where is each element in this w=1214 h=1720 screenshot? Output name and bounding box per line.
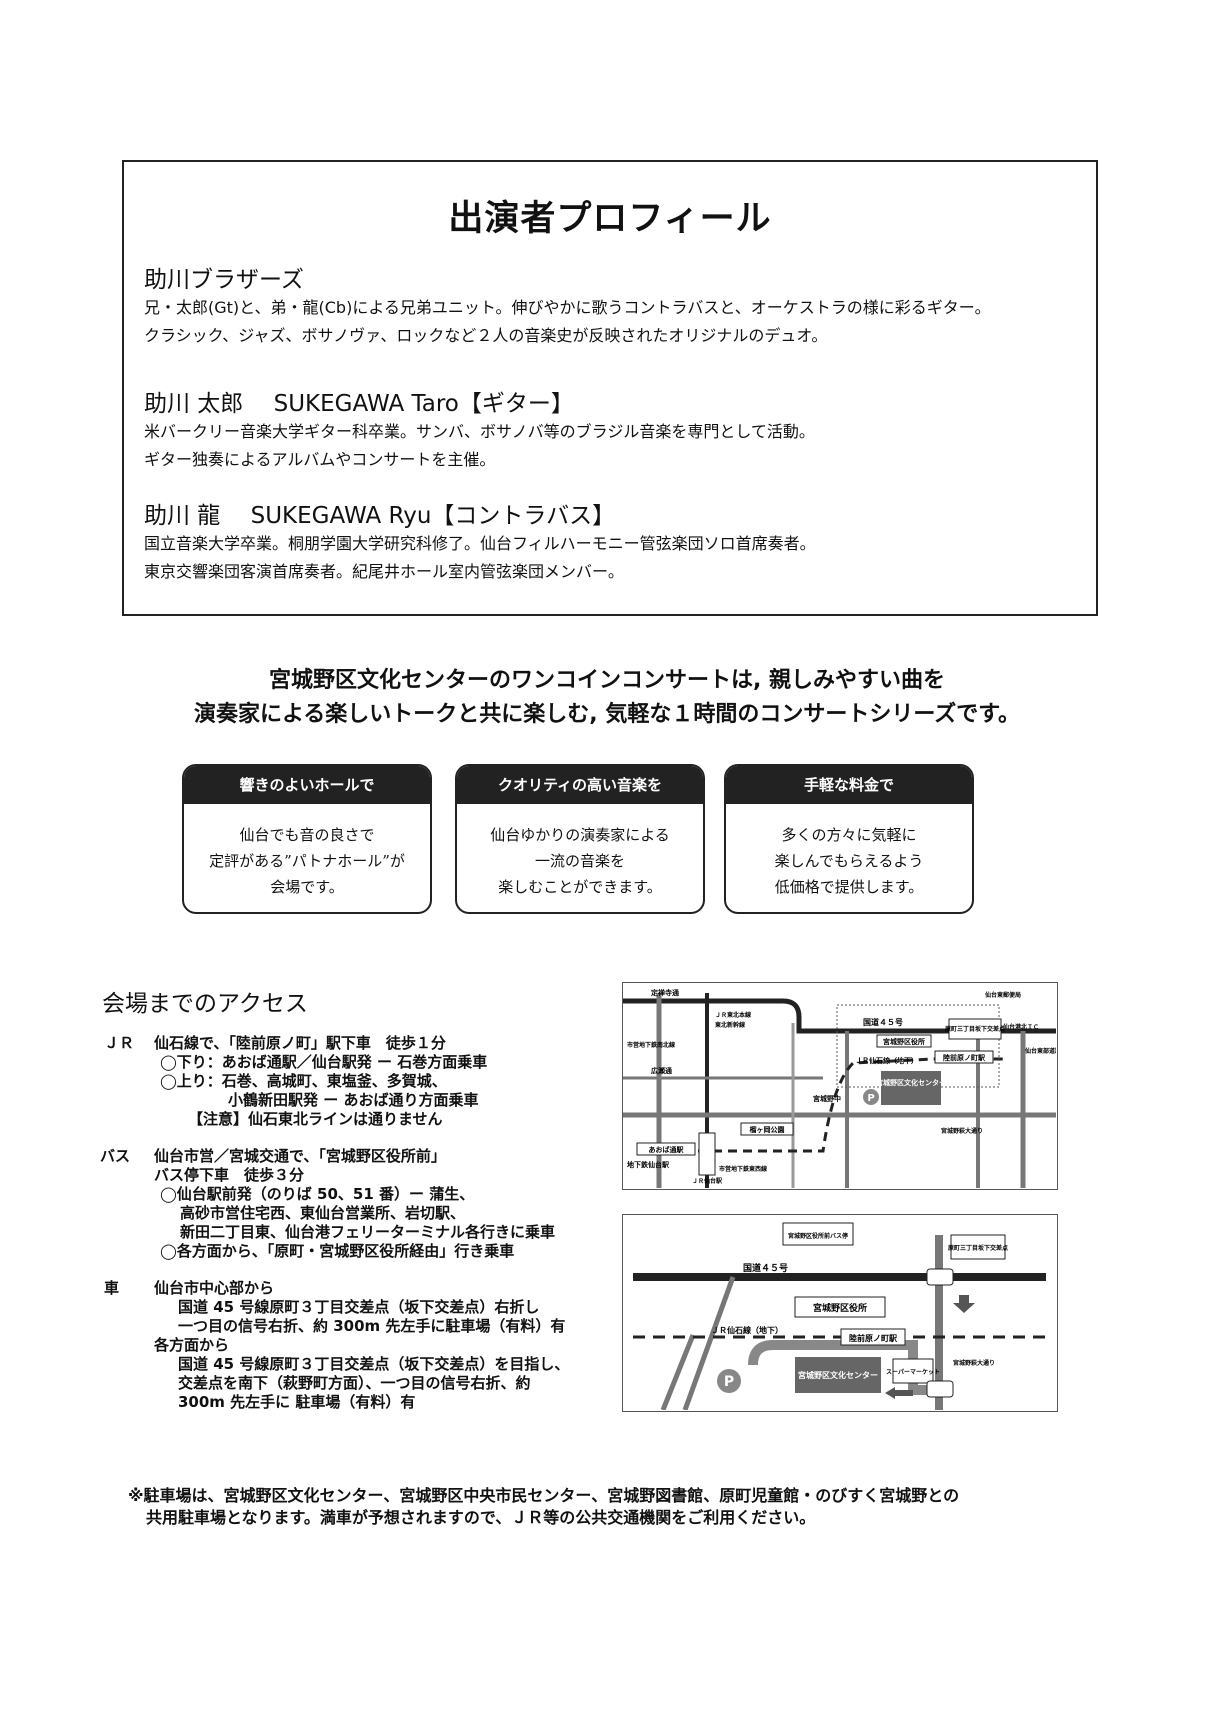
ryu-line-2: 東京交響楽団客演首席奏者。紀尾井ホール室内管弦楽団メンバー。 xyxy=(144,562,624,581)
map1-subway-sendai: 地下鉄仙台駅 xyxy=(627,1160,670,1169)
bus-line: バス停下車 徒歩３分 xyxy=(154,1166,305,1184)
map1-hagino: 宮城野萩大通り xyxy=(941,1127,983,1135)
profile-box: 出演者プロフィール 助川ブラザーズ 兄・太郎(Gt)と、弟・龍(Cb)による兄弟… xyxy=(122,160,1098,616)
feature-line: 定評がある”パトナホール”が xyxy=(209,852,405,870)
map1-nanboku: 市営地下鉄南北線 xyxy=(627,1041,675,1049)
map1-kokudo: 国道４５号 xyxy=(863,1017,903,1027)
map2-harano: 原町三丁目坂下交差点 xyxy=(948,1244,1008,1252)
group-line-1: 兄・太郎(Gt)と、弟・龍(Cb)による兄弟ユニット。伸びやかに歌うコントラバス… xyxy=(144,298,991,317)
intro-line-1: 宮城野区文化センターのワンコインコンサートは, 親しみやすい曲を xyxy=(268,668,946,693)
parking-note-1: ※駐車場は、宮城野区文化センター、宮城野区中央市民センター、宮城野図書館、原町児… xyxy=(128,1486,960,1505)
svg-text:P: P xyxy=(867,1093,874,1104)
bus-line: ◯仙台駅前発（のりば 50、51 番）ー 蒲生、 xyxy=(160,1185,475,1203)
arrow-left-icon xyxy=(885,1387,913,1399)
profile-title: 出演者プロフィール xyxy=(448,199,772,239)
map1-tozai: 市営地下鉄東西線 xyxy=(719,1165,767,1173)
map1-tsutsujigaoka: 榴ヶ岡公園 xyxy=(750,1125,785,1134)
bus-line: 仙台市営／宮城交通で、「宮城野区役所前」 xyxy=(154,1147,446,1165)
car-line: 300m 先左手に 駐車場（有料）有 xyxy=(178,1393,416,1411)
car-line: 仙台市中心部から xyxy=(154,1279,275,1297)
taro-line-1: 米バークリー音楽大学ギター科卒業。サンバ、ボサノバ等のブラジル音楽を専門として活… xyxy=(144,422,815,441)
feature-card-price: 手軽な料金で 多くの方々に気軽に 楽しんでもらえるよう 低価格で提供します。 xyxy=(724,764,974,914)
feature-title: クオリティの高い音楽を xyxy=(457,766,703,804)
map2-jr: ＪＲ仙石線（地下） xyxy=(711,1325,783,1335)
map1-tobu: 仙台東部道路 xyxy=(1025,1047,1056,1055)
feature-line: 仙台でも音の良さで xyxy=(239,826,375,844)
access-title: 会場までのアクセス xyxy=(102,991,308,1017)
map1-rikuzen: 陸前原ノ町駅 xyxy=(943,1053,986,1062)
map2-center: 宮城野区文化センター xyxy=(798,1370,878,1380)
map1-harano: 原町三丁目坂下交差点 xyxy=(945,1025,1005,1033)
feature-line: 会場です。 xyxy=(270,878,344,896)
map1-jr-senseki: ＪＲ仙石線（地下） xyxy=(855,1056,918,1065)
bus-line: 新田二丁目東、仙台港フェリーターミナル各行きに乗車 xyxy=(180,1223,556,1241)
feature-card-quality: クオリティの高い音楽を 仙台ゆかりの演奏家による 一流の音楽を 楽しむことができ… xyxy=(455,764,705,914)
map2-super: スーパーマーケット xyxy=(886,1368,940,1376)
jr-label: ＪＲ xyxy=(104,1034,135,1052)
intro-line-2: 演奏家による楽しいトークと共に楽しむ, 気軽な１時間のコンサートシリーズです。 xyxy=(193,702,1021,727)
map1-jr-sendai: ＪＲ仙台駅 xyxy=(692,1177,723,1185)
group-name: 助川ブラザーズ xyxy=(144,267,304,293)
taro-name: 助川 太郎 SUKEGAWA Taro【ギター】 xyxy=(144,391,574,417)
svg-text:P: P xyxy=(724,1374,734,1390)
car-line: 交差点を南下（萩野町方面）、一つ目の信号右折、約 xyxy=(178,1374,531,1392)
group-line-2: クラシック、ジャズ、ボサノヴァ、ロックなど２人の音楽史が反映されたオリジナルのデ… xyxy=(144,326,828,345)
map1-shinkansen: 東北新幹線 xyxy=(715,1021,745,1029)
map2-kokudo: 国道４５号 xyxy=(743,1262,788,1274)
jr-line: 小鶴新田駅発 ー あおば通り方面乗車 xyxy=(228,1091,479,1109)
map1-ic: 仙台港北ＩＣ xyxy=(1003,1023,1039,1031)
map1-tohoku-honsen: ＪＲ東北本線 xyxy=(715,1011,751,1019)
map2-hagino: 宮城野萩大通り xyxy=(953,1359,995,1367)
map1-jozenji: 定禅寺通 xyxy=(651,988,680,997)
traffic-light-icon xyxy=(926,1380,954,1398)
car-line: 各方面から xyxy=(154,1336,230,1354)
feature-line: 楽しんでもらえるよう xyxy=(774,852,924,870)
feature-title: 手軽な料金で xyxy=(726,766,972,804)
car-line: 国道 45 号線原町３丁目交差点（坂下交差点）右折し xyxy=(178,1298,540,1316)
map2-bus-stop: 宮城野区役所前バス停 xyxy=(788,1232,848,1240)
feature-line: 一流の音楽を xyxy=(534,852,625,870)
feature-line: 楽しむことができます。 xyxy=(498,878,662,896)
bus-line: ◯各方面から、「原町・宮城野区役所経由」行き乗車 xyxy=(160,1242,515,1260)
map2-rikuzen: 陸前原ノ町駅 xyxy=(849,1333,898,1343)
map1-yubin: 仙台東郵便局 xyxy=(985,991,1021,999)
jr-line: ◯上り：石巻、高城町、東塩釜、多賀城、 xyxy=(160,1072,447,1090)
feature-line: 低価格で提供します。 xyxy=(774,878,924,896)
feature-line: 仙台ゆかりの演奏家による xyxy=(490,826,670,844)
car-line: 一つ目の信号右折、約 300m 先左手に駐車場（有料）有 xyxy=(178,1317,566,1335)
map1-aoba: あおば通駅 xyxy=(649,1145,685,1154)
car-line: 国道 45 号線原町３丁目交差点（坂下交差点）を目指し、 xyxy=(178,1355,570,1373)
map-nearby: P 宮城野区文化センター 宮城野区役所 陸前原ノ町駅 ＪＲ仙石線（地下） 国道４… xyxy=(622,1214,1058,1412)
map2-kuyakusho: 宮城野区役所 xyxy=(813,1302,867,1314)
car-label: 車 xyxy=(104,1279,120,1297)
jr-line: 【注意】仙石東北ラインは通りません xyxy=(188,1110,443,1128)
map1-center-label: 宮城野区文化センター xyxy=(876,1078,946,1087)
arrow-down-icon xyxy=(953,1295,975,1313)
ryu-name: 助川 龍 SUKEGAWA Ryu【コントラバス】 xyxy=(144,503,616,529)
taro-line-2: ギター独奏によるアルバムやコンサートを主催。 xyxy=(144,450,496,469)
map-wide-area: 宮城野区文化センター P 定禅寺通 広瀬通 国道４５号 宮城野区役所 陸前原ノ町… xyxy=(622,982,1058,1190)
jr-line: 仙石線で、「陸前原ノ町」駅下車 徒歩１分 xyxy=(154,1034,446,1052)
map1-kuyakusho: 宮城野区役所 xyxy=(883,1037,925,1046)
feature-line: 多くの方々に気軽に xyxy=(781,826,917,844)
feature-title: 響きのよいホールで xyxy=(184,766,430,804)
ryu-line-1: 国立音楽大学卒業。桐朋学園大学研究科修了。仙台フィルハーモニー管弦楽団ソロ首席奏… xyxy=(144,534,816,553)
bus-label: バス xyxy=(100,1147,131,1165)
map1-kokubunji: 宮城野中 xyxy=(813,1094,841,1103)
jr-line: ◯下り：あおば通駅／仙台駅発 ー 石巻方面乗車 xyxy=(160,1053,488,1071)
map1-hirose: 広瀬通 xyxy=(651,1066,673,1075)
bus-line: 高砂市営住宅西、東仙台営業所、岩切駅、 xyxy=(180,1204,466,1222)
parking-note-2: 共用駐車場となります。満車が予想されますので、ＪＲ等の公共交通機関をご利用くださ… xyxy=(146,1508,816,1527)
feature-card-hall: 響きのよいホールで 仙台でも音の良さで 定評がある”パトナホール”が 会場です。 xyxy=(182,764,432,914)
traffic-light-icon xyxy=(926,1268,954,1286)
